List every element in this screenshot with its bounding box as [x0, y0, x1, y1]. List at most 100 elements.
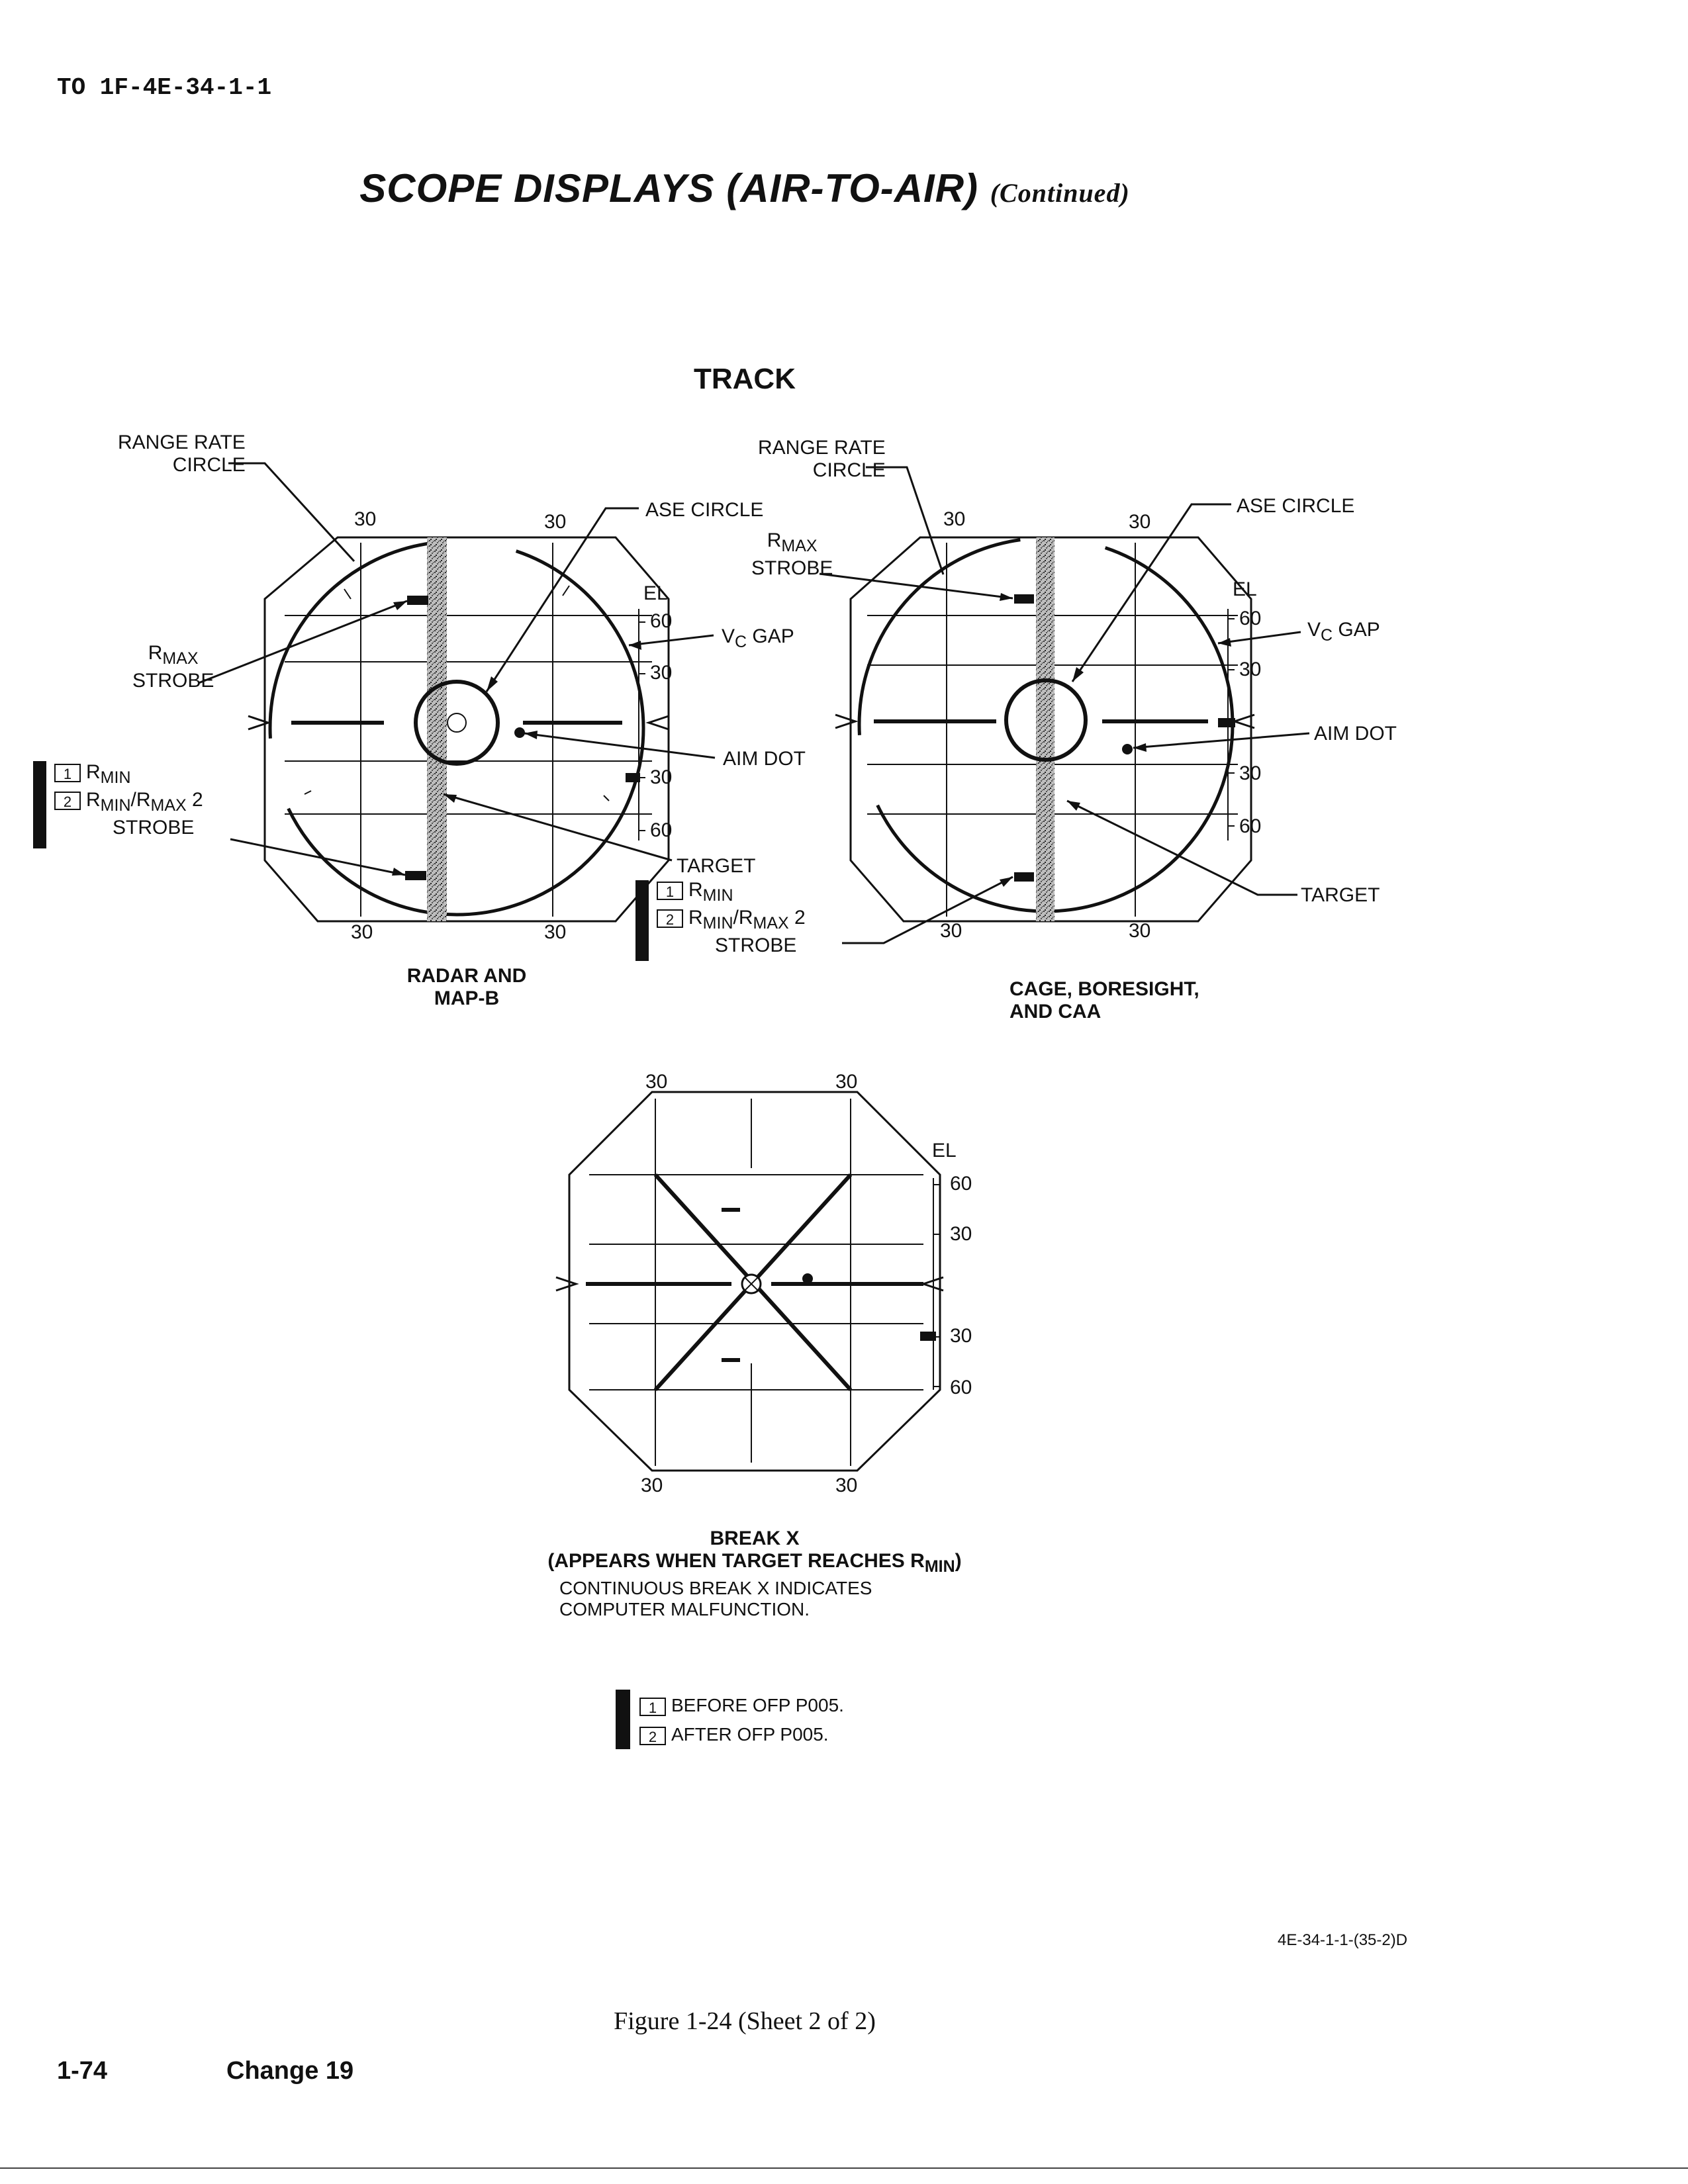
left-tag-2: 2 [54, 792, 81, 811]
center-rmin2-sub2: MAX [753, 914, 789, 933]
left-rmax-strobe-word: STROBE [132, 670, 214, 692]
bottom-aim-dot [802, 1273, 813, 1284]
left-rmin2-sub2: MAX [150, 796, 187, 815]
left-scale-bottom-right: 30 [544, 921, 567, 943]
right-rmin-strobe-mark [1014, 872, 1034, 882]
left-rmax-sub: MAX [162, 649, 199, 668]
left-rmin2-slash: /R [130, 789, 151, 811]
legend-tag-1: 1 [639, 1697, 666, 1716]
center-tag-2: 2 [657, 909, 683, 929]
center-rmin2-num: 2 [794, 907, 806, 929]
left-el-marker [626, 773, 640, 782]
center-strobe-word: STROBE [715, 934, 797, 956]
bottom-rule [0, 2167, 1688, 2169]
legend-change-bar [616, 1690, 630, 1749]
legend-tag-2: 2 [639, 1726, 666, 1745]
break-x-subtitle-sub: MIN [924, 1557, 955, 1576]
center-rmin2-r: R [688, 907, 703, 929]
right-el-label: EL [1233, 578, 1257, 600]
left-rmax-r: R [148, 642, 163, 664]
left-rmin-strobe-mark [405, 871, 426, 880]
figure-caption: Figure 1-24 (Sheet 2 of 2) [614, 2007, 876, 2035]
center-change-bar [635, 880, 649, 961]
center-rmin2-slash: /R [733, 907, 753, 929]
center-rmin-sub: MIN [702, 886, 733, 905]
right-ase-circle [1004, 678, 1088, 762]
left-scale-top-left: 30 [354, 508, 377, 530]
bottom-scale-bottom-right: 30 [835, 1475, 858, 1496]
bottom-scale-bottom-left: 30 [641, 1475, 663, 1496]
break-x-subtitle-end: ) [955, 1550, 962, 1572]
left-strobe-word: STROBE [113, 817, 195, 839]
right-aim-dot [1122, 744, 1133, 754]
left-aim-dot [514, 727, 525, 738]
left-el-60-bottom: 60 [650, 819, 673, 841]
bottom-el-60-bottom: 60 [950, 1377, 972, 1398]
bottom-scope-display [555, 1091, 944, 1472]
break-x-subtitle: (APPEARS WHEN TARGET REACHES R [547, 1550, 925, 1572]
right-strobe-band [1036, 537, 1055, 921]
break-x-note: CONTINUOUS BREAK X INDICATES COMPUTER MA… [559, 1578, 872, 1619]
document-number: TO 1F-4E-34-1-1 [57, 74, 272, 101]
left-scope-frame [263, 536, 670, 923]
right-vc-sub: C [1321, 626, 1333, 645]
left-ase-circle [414, 680, 500, 766]
bottom-el-30-top: 30 [950, 1223, 972, 1245]
right-el-30-top: 30 [1239, 659, 1262, 680]
left-center-ring [447, 713, 467, 733]
left-rmax-strobe-label: RMAX STROBE [132, 642, 214, 692]
left-scope-display [198, 462, 716, 923]
section-title-track: TRACK [694, 363, 796, 395]
left-el-60-top: 60 [650, 610, 673, 632]
left-change-bar [33, 761, 46, 848]
bottom-scale-top-right: 30 [835, 1071, 858, 1093]
right-range-rate-circle-label: RANGE RATE CIRCLE [758, 437, 886, 481]
right-rmax-r: R [767, 529, 782, 551]
left-rmin-sub: MIN [100, 768, 131, 787]
title-main: SCOPE DISPLAYS (AIR-TO-AIR) [359, 166, 979, 210]
center-rmin2-sub: MIN [702, 914, 733, 933]
bottom-el-marker [920, 1332, 936, 1341]
left-scale-bottom-left: 30 [351, 921, 373, 943]
right-scale-bottom-left: 30 [940, 920, 962, 942]
bottom-display-caption: BREAK X (APPEARS WHEN TARGET REACHES RMI… [503, 1527, 1006, 1578]
center-tag-1: 1 [657, 882, 683, 901]
right-vc-gap-label: VC GAP [1307, 619, 1380, 647]
right-rmax-sub: MAX [781, 537, 818, 555]
right-el-marker [1218, 718, 1235, 727]
right-scale-top-left: 30 [943, 508, 966, 530]
left-rmin2-num: 2 [192, 789, 203, 811]
right-el-30-bottom: 30 [1239, 762, 1262, 784]
title-continued: (Continued) [990, 178, 1130, 208]
right-scope-display [819, 466, 1310, 944]
right-vc-v: V [1307, 619, 1321, 641]
left-el-30-top: 30 [650, 662, 673, 684]
left-rmin-rmax-strobe [427, 537, 447, 921]
left-vc-v: V [722, 625, 735, 647]
left-el-label: EL [643, 582, 668, 604]
center-rmin-r: R [688, 879, 703, 901]
right-scale-bottom-right: 30 [1129, 920, 1151, 942]
legend-item-2: AFTER OFP P005. [671, 1724, 829, 1745]
left-vc-sub: C [735, 633, 747, 651]
right-vc-gap-word: GAP [1338, 619, 1380, 641]
right-scope-frame [849, 536, 1252, 923]
left-rmin-r: R [86, 761, 101, 783]
page-number: 1-74 [57, 2057, 108, 2085]
right-target-label: TARGET [1301, 884, 1380, 906]
left-el-30-bottom: 30 [650, 766, 673, 788]
bottom-el-label: EL [932, 1140, 957, 1161]
bottom-el-30-bottom: 30 [950, 1325, 972, 1347]
left-rmax-strobe-mark [407, 596, 428, 605]
bottom-el-60-top: 60 [950, 1173, 972, 1195]
right-aim-dot-label: AIM DOT [1314, 723, 1397, 745]
bottom-scale-top-left: 30 [645, 1071, 668, 1093]
left-scale-top-right: 30 [544, 511, 567, 533]
left-vc-gap-label: VC GAP [722, 625, 794, 653]
left-target-label: TARGET [677, 855, 756, 877]
page-title: SCOPE DISPLAYS (AIR-TO-AIR) (Continued) [0, 165, 1489, 211]
